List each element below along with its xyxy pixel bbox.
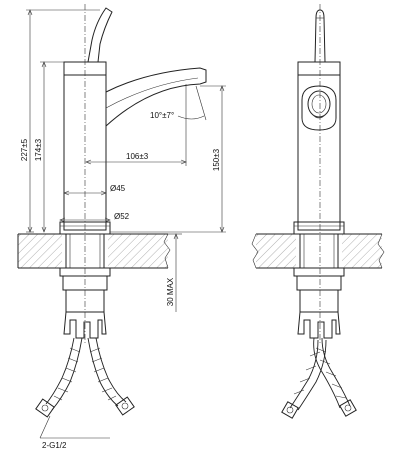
label-body-diameter: Ø45 [110,184,126,193]
label-total-height: 227±5 [20,138,29,161]
spout [105,67,207,127]
side-countertop-left [256,234,296,268]
label-spout-height: 174±3 [34,138,43,161]
side-flexible-hoses [281,337,357,419]
label-spout-angle: 10°±7° [150,111,174,120]
handle-lever [87,7,113,63]
countertop-left-section [18,234,62,268]
label-spout-reach: 106±3 [126,152,149,161]
dimensions: 227±5 174±3 150±3 10°±7° 106±3 Ø45 Ø52 [20,9,226,450]
side-countertop-right [342,234,382,268]
label-base-diameter: Ø52 [114,212,130,221]
side-faucet-body [297,61,341,231]
countertop-right-section [108,234,168,268]
side-bottom-fitting [297,311,341,339]
label-counter-thickness: 30 MAX [166,277,175,306]
front-view [17,4,207,418]
bottom-fitting [63,311,107,339]
label-hose-thread: 2-G1/2 [42,441,67,450]
spout-outlet [301,85,337,131]
side-view [251,4,385,419]
side-handle-lever [314,9,326,63]
flexible-hoses [35,337,135,418]
label-outlet-height: 150±3 [212,148,221,171]
